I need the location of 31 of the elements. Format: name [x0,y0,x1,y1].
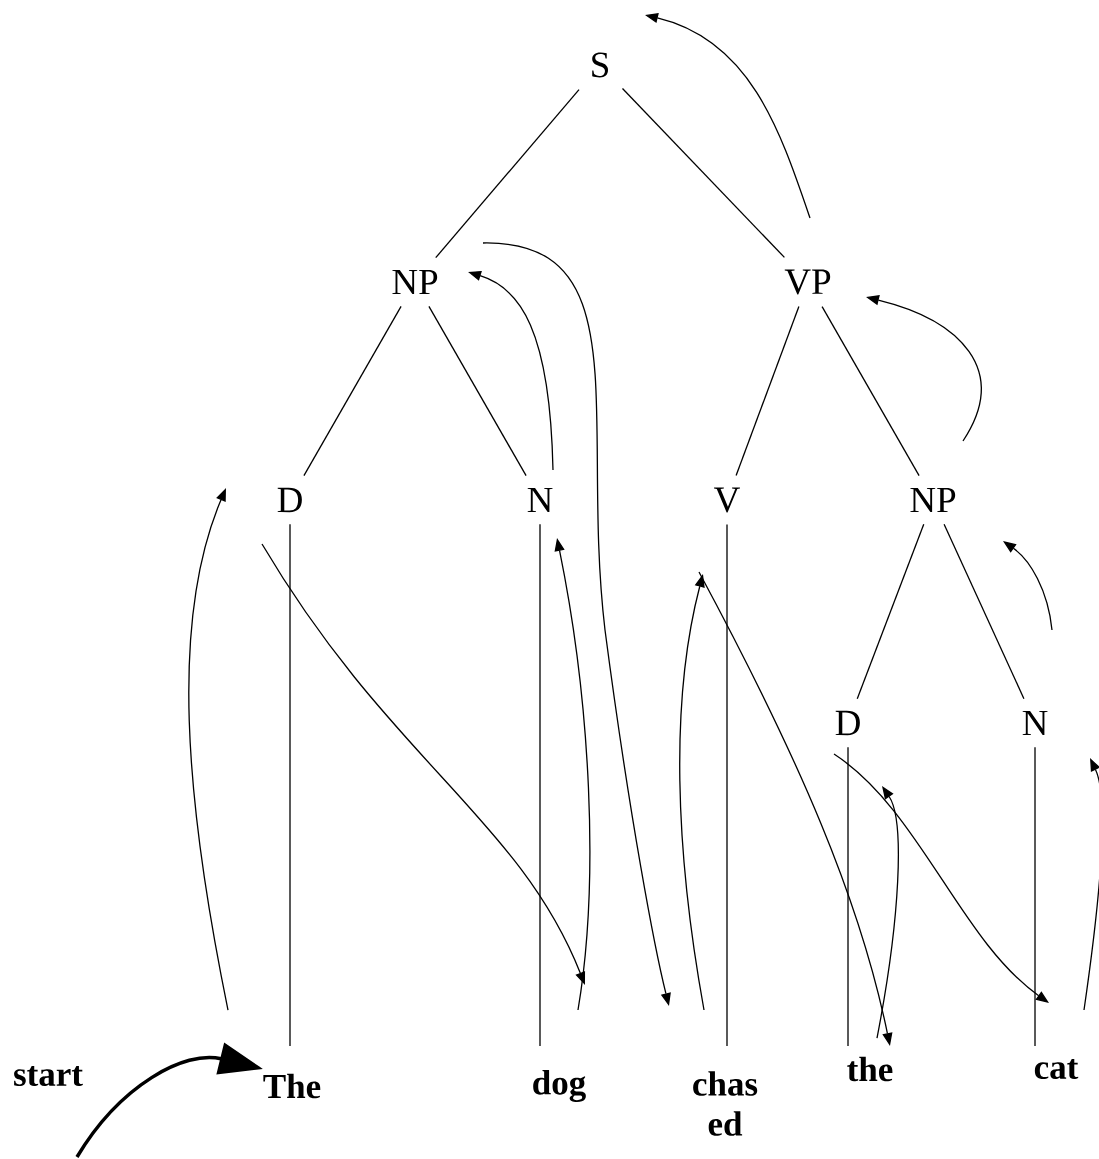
tree-label: S [592,52,608,78]
tree-label: D [277,487,302,513]
word: chas ed [693,1071,758,1136]
arrow [1003,541,1053,631]
tree-branch [428,305,527,477]
tree-label: VP [784,269,831,295]
start-label: start [14,1066,83,1087]
word: the [847,1056,893,1082]
tree-branch [943,523,1025,700]
tree-branch [821,305,920,477]
tree-label: NP [392,269,438,295]
tree-branch [735,305,800,477]
tree-label: NP [910,487,956,513]
tree-branch [435,89,580,259]
word: cat [1034,1059,1079,1080]
tree-branch [621,87,786,259]
arrow [833,753,1049,1003]
tree-label: N [1022,710,1048,736]
word: The [263,1073,321,1099]
word: dog [533,1070,586,1102]
tree-branch [303,305,402,477]
tree-branch [1034,746,1036,1047]
arrow [876,786,899,1039]
tree-branch [726,523,728,1047]
tree-label: V [714,487,740,513]
tree-label: D [835,710,860,736]
tree-branch [856,523,925,700]
tree-label: N [527,487,553,513]
tree-branch [539,523,541,1047]
tree-branch [289,523,291,1047]
tree-branch [847,746,849,1047]
